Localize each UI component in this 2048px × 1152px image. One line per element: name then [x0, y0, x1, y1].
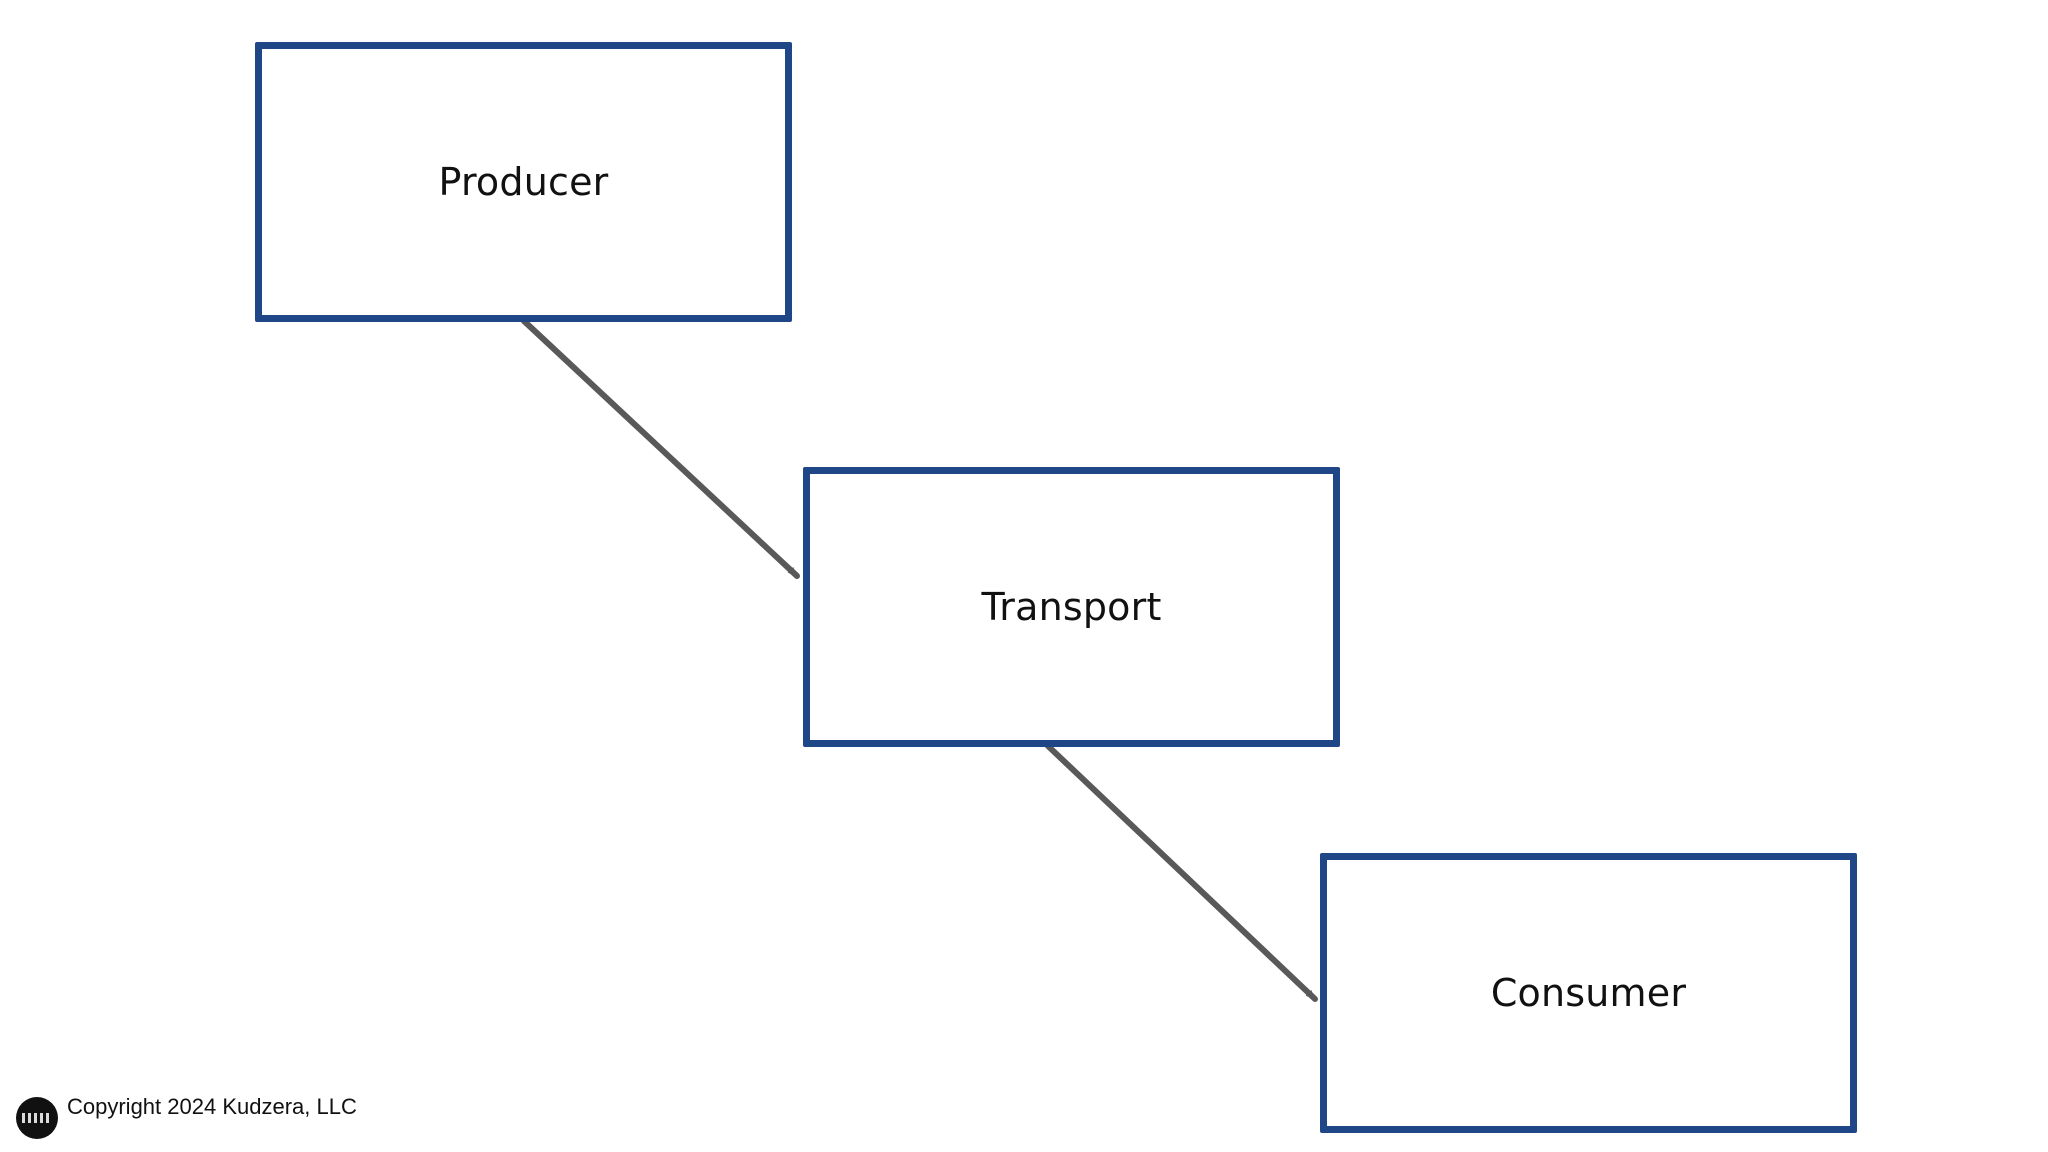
node-label-consumer: Consumer: [1490, 971, 1687, 1015]
node-transport[interactable]: Transport: [803, 467, 1340, 747]
company-logo-icon: [16, 1097, 58, 1139]
node-label-transport: Transport: [981, 585, 1162, 629]
node-consumer[interactable]: Consumer: [1320, 853, 1857, 1133]
footer: Copyright 2024 Kudzera, LLC: [16, 1093, 357, 1139]
node-producer[interactable]: Producer: [255, 42, 792, 322]
copyright-text: Copyright 2024 Kudzera, LLC: [67, 1094, 357, 1119]
arrow-producer-to-transport: [521, 318, 800, 579]
node-label-producer: Producer: [438, 160, 609, 204]
arrow-transport-to-consumer: [1045, 743, 1318, 1002]
